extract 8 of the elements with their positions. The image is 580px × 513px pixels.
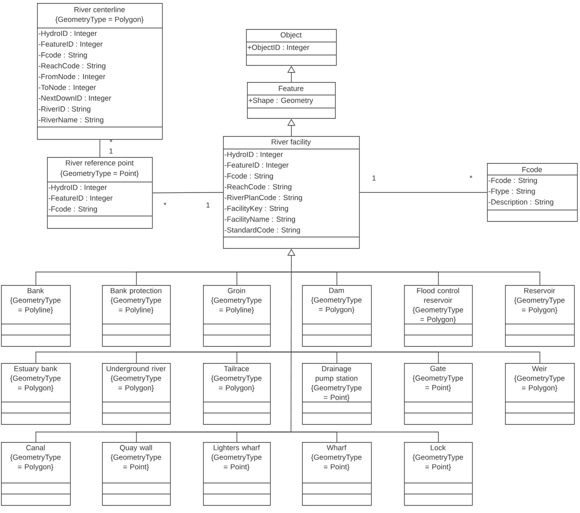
association-line [152, 192, 224, 194]
branch-line [236, 272, 292, 286]
branch-line [236, 432, 292, 442]
branch-line [290, 432, 439, 442]
branch-line [236, 352, 292, 364]
branch-line [290, 352, 540, 364]
association-line [359, 192, 488, 193]
branch-line [290, 272, 540, 286]
